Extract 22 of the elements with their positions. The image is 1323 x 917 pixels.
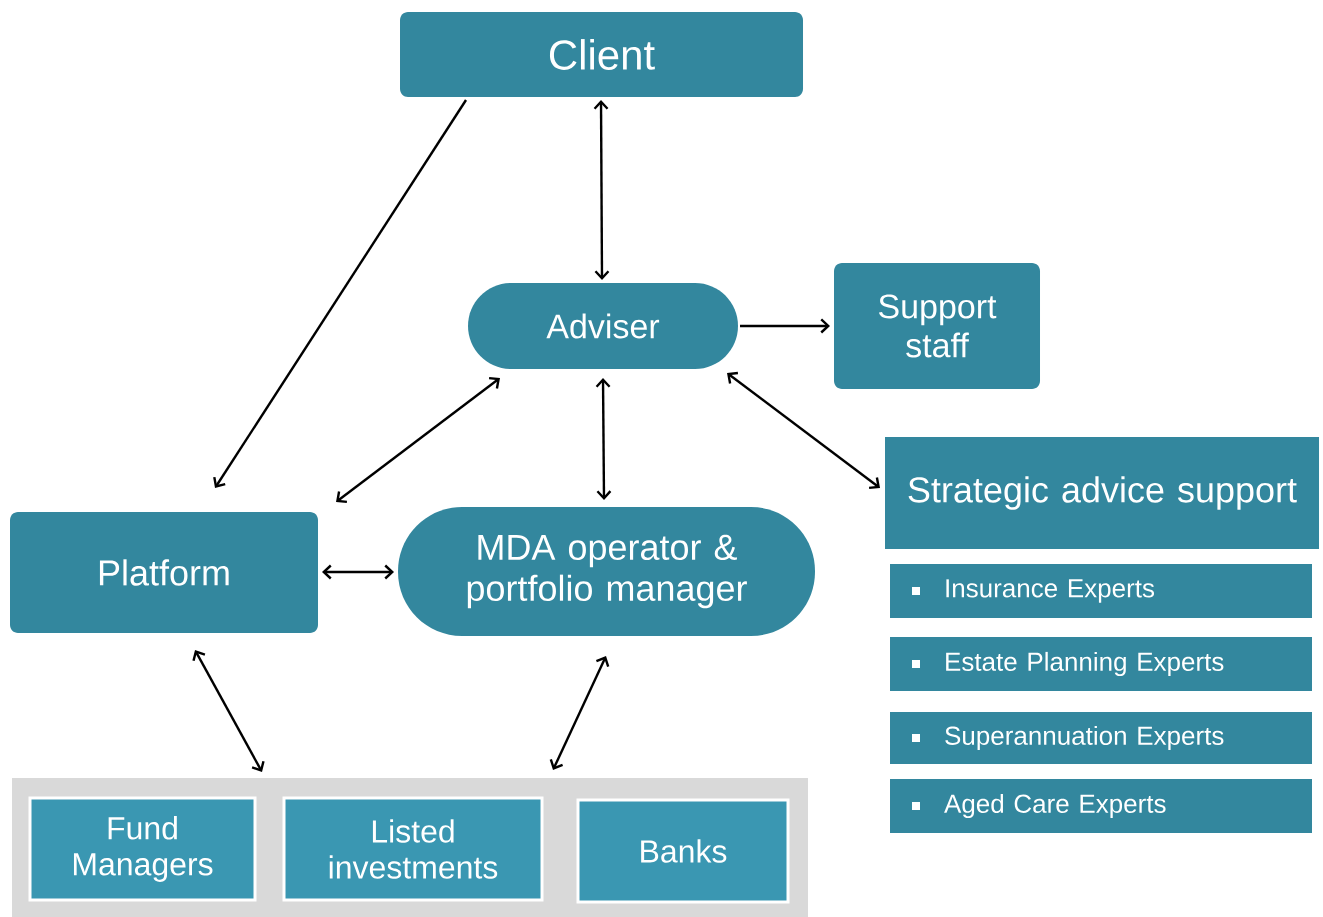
- arrow: [740, 318, 830, 334]
- list-item-box: Superannuation Experts: [890, 712, 1312, 764]
- list-item-box: Insurance Experts: [890, 564, 1312, 618]
- rounded-box: Adviser: [468, 283, 738, 369]
- category-box: Banks: [576, 798, 790, 904]
- rounded-box: MDA operator & portfolio manager: [398, 507, 815, 636]
- process-box: Client: [400, 12, 803, 97]
- process-box: Platform: [10, 512, 318, 633]
- category-box: Fund Managers: [28, 796, 257, 902]
- arrow: [322, 564, 394, 580]
- arrow: [336, 376, 500, 504]
- arrow: [593, 100, 610, 280]
- arrow: [727, 371, 880, 490]
- list-item-box: Aged Care Experts: [890, 779, 1312, 833]
- arrow: [213, 99, 467, 488]
- list-item-box: Estate Planning Experts: [890, 637, 1312, 691]
- arrow: [549, 656, 610, 770]
- arrow: [192, 650, 265, 772]
- arrow: [595, 378, 612, 500]
- process-box: Strategic advice support: [885, 437, 1319, 549]
- category-box: Listed investments: [282, 796, 544, 902]
- process-box: Support staff: [834, 263, 1040, 389]
